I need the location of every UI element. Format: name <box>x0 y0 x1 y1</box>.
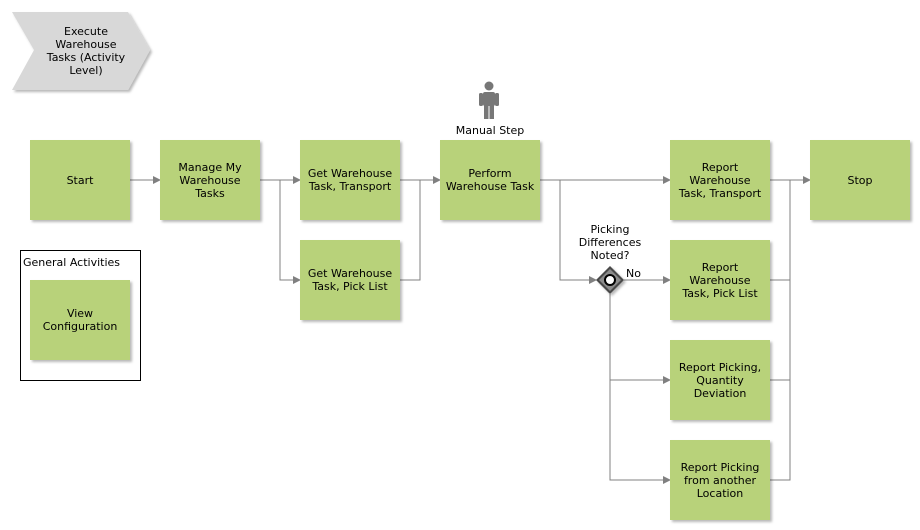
header-title: Execute Warehouse Tasks (Activity Level) <box>46 25 126 77</box>
node-report-other-box <box>670 440 770 520</box>
node-report-qty-label: Report Picking, Quantity Deviation <box>678 360 762 400</box>
role-label: Manual Step <box>455 123 525 137</box>
node-report-picklist-label: Report Warehouse Task, Pick List <box>682 260 758 300</box>
edge-report-picklist-stop <box>770 180 791 281</box>
edge-get-picklist-perform <box>400 180 421 281</box>
activity-boxes <box>30 140 910 520</box>
node-view-config-label: View Configuration <box>42 307 118 333</box>
node-report-transport-box <box>670 140 770 220</box>
header-chevron <box>12 12 150 90</box>
node-report-picklist-box <box>670 240 770 320</box>
edge-manage-get-picklist <box>260 179 301 284</box>
node-start-box <box>30 140 130 220</box>
node-view-config-box <box>30 280 130 360</box>
general-activities-frame <box>20 250 141 381</box>
node-stop-label: Stop <box>847 173 873 187</box>
decision-question: Picking Differences Noted? <box>578 222 642 262</box>
node-start-label: Start <box>66 173 94 187</box>
node-get-picklist-box <box>300 240 400 320</box>
node-perform-box <box>440 140 540 220</box>
person-icon <box>479 81 499 119</box>
decision-no-label: No <box>626 267 641 280</box>
node-report-qty-box <box>670 340 770 420</box>
edge-gateway-report-other <box>609 294 671 484</box>
group-title: General Activities <box>23 256 121 269</box>
edge-gateway-report-qty <box>609 294 671 384</box>
node-manage-label: Manage My Warehouse Tasks <box>178 160 242 200</box>
node-get-transport-box <box>300 140 400 220</box>
edge-report-other-stop <box>770 380 791 481</box>
node-stop-box <box>810 140 910 220</box>
connectors <box>130 176 811 484</box>
edge-perform-gateway <box>540 179 597 284</box>
node-get-transport-label: Get Warehouse Task, Transport <box>307 167 393 193</box>
node-report-other-label: Report Picking from another Location <box>680 460 760 500</box>
node-perform-label: Perform Warehouse Task <box>445 167 535 193</box>
edge-report-qty-stop <box>770 280 791 381</box>
node-get-picklist-label: Get Warehouse Task, Pick List <box>307 267 393 293</box>
node-report-transport-label: Report Warehouse Task, Transport <box>678 160 762 200</box>
node-manage-box <box>160 140 260 220</box>
exclusive-gateway-icon <box>596 266 624 294</box>
